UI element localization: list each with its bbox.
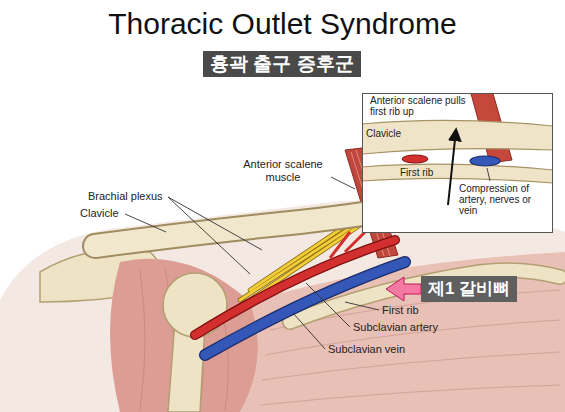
- node-text: 흉곽 출구 증후군: [210, 52, 354, 76]
- part-label: Brachial plexus: [88, 190, 163, 203]
- node-text: Compression of artery, nerves or vein: [459, 183, 549, 216]
- node-text: Clavicle: [366, 128, 401, 139]
- callout-box: 제1 갈비뼈: [421, 276, 517, 302]
- subclavian-artery: [195, 240, 395, 335]
- pointer-arrow: [386, 277, 421, 301]
- node-text: Anterior scalene pulls first rib up: [370, 95, 468, 117]
- part-label: Subclavian vein: [328, 343, 405, 356]
- part-label: Subclavian artery: [353, 321, 438, 334]
- title: Thoracic Outlet Syndrome: [0, 7, 565, 41]
- part-label: Clavicle: [80, 207, 119, 220]
- node-text: 제1 갈비뼈: [428, 277, 510, 301]
- subclavian-vein: [205, 262, 405, 355]
- node-text: First rib: [400, 167, 433, 178]
- leader-line: [125, 177, 379, 349]
- part-label: Anterior scalene muscle: [238, 158, 328, 184]
- part-label: First rib: [382, 304, 419, 317]
- subclavian-vein: [205, 262, 405, 355]
- subclavian-artery: [195, 240, 395, 335]
- humeral-head: [163, 273, 227, 337]
- inset-illustration: [362, 93, 553, 233]
- subtitle-box: 흉곽 출구 증후군: [203, 51, 361, 77]
- inset-box: Anterior scalene pulls first rib up Clavi…: [362, 93, 553, 233]
